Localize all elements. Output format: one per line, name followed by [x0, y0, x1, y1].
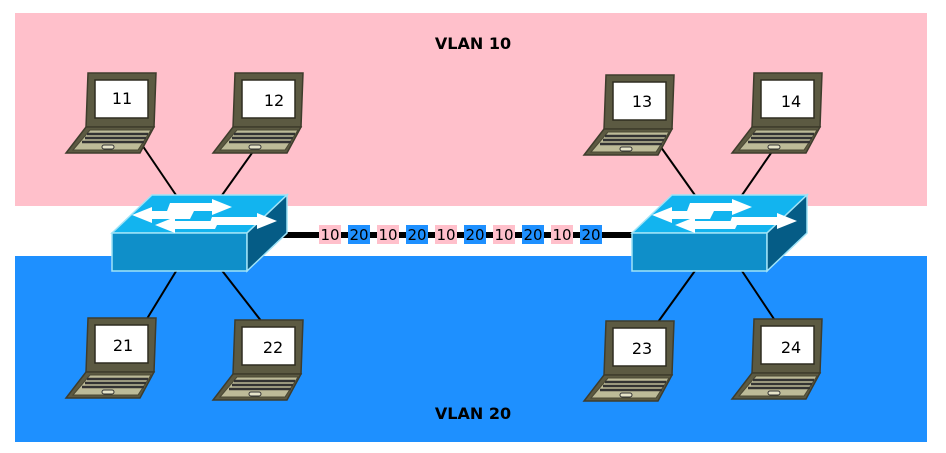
computer-12-label: 12	[264, 91, 284, 110]
computer-13[interactable]: 13	[582, 73, 676, 157]
computer-12[interactable]: 12	[211, 71, 305, 155]
computer-23[interactable]: 23	[582, 319, 676, 403]
trunk-tag-label-6: 10	[494, 226, 513, 244]
link-pc-13	[657, 142, 698, 199]
trunk-tag-box-0	[319, 225, 341, 244]
computer-13-label: 13	[632, 92, 652, 111]
computer-22-label: 22	[263, 338, 283, 357]
link-pc-24	[739, 267, 777, 323]
trunk-tag-box-7	[522, 225, 544, 244]
computer-24-label: 24	[781, 338, 801, 357]
computer-11[interactable]: 11	[64, 71, 158, 155]
trunk-tag-label-5: 20	[465, 226, 484, 244]
computer-21[interactable]: 21	[64, 316, 158, 400]
trunk-tag-label-4: 10	[436, 226, 455, 244]
trunk-tag-box-3	[406, 225, 428, 244]
trunk-tag-box-8	[551, 225, 573, 244]
vlan-20-label: VLAN 20	[435, 404, 511, 423]
trunk-tag-box-5	[464, 225, 486, 244]
link-pc-23	[657, 267, 698, 323]
computer-22[interactable]: 22	[211, 318, 305, 402]
computer-11-label: 11	[112, 89, 132, 108]
trunk-tag-label-8: 10	[552, 226, 571, 244]
trunk-tag-label-7: 20	[523, 226, 542, 244]
vlan-10-label: VLAN 10	[435, 34, 511, 53]
trunk-tag-label-9: 20	[581, 226, 600, 244]
computer-14-label: 14	[781, 92, 801, 111]
trunk-tag-box-2	[377, 225, 399, 244]
access-links	[137, 138, 779, 323]
trunk-tag-box-4	[435, 225, 457, 244]
trunk-tag-label-1: 20	[349, 226, 368, 244]
trunk-tags: 10 20 10 20 10 20 10 20 10 20	[319, 225, 602, 244]
computer-24[interactable]: 24	[730, 317, 824, 401]
link-pc-21	[144, 267, 179, 323]
trunk-tag-label-3: 20	[407, 226, 426, 244]
trunk-tag-label-0: 10	[320, 226, 339, 244]
trunk-tag-box-1	[348, 225, 370, 244]
computer-21-label: 21	[113, 336, 133, 355]
trunk-tag-box-9	[580, 225, 602, 244]
trunk-tag-label-2: 10	[378, 226, 397, 244]
link-pc-11	[137, 138, 179, 199]
trunk-tag-box-6	[493, 225, 515, 244]
link-pc-22	[219, 267, 263, 323]
computer-14[interactable]: 14	[730, 71, 824, 155]
computer-23-label: 23	[632, 339, 652, 358]
